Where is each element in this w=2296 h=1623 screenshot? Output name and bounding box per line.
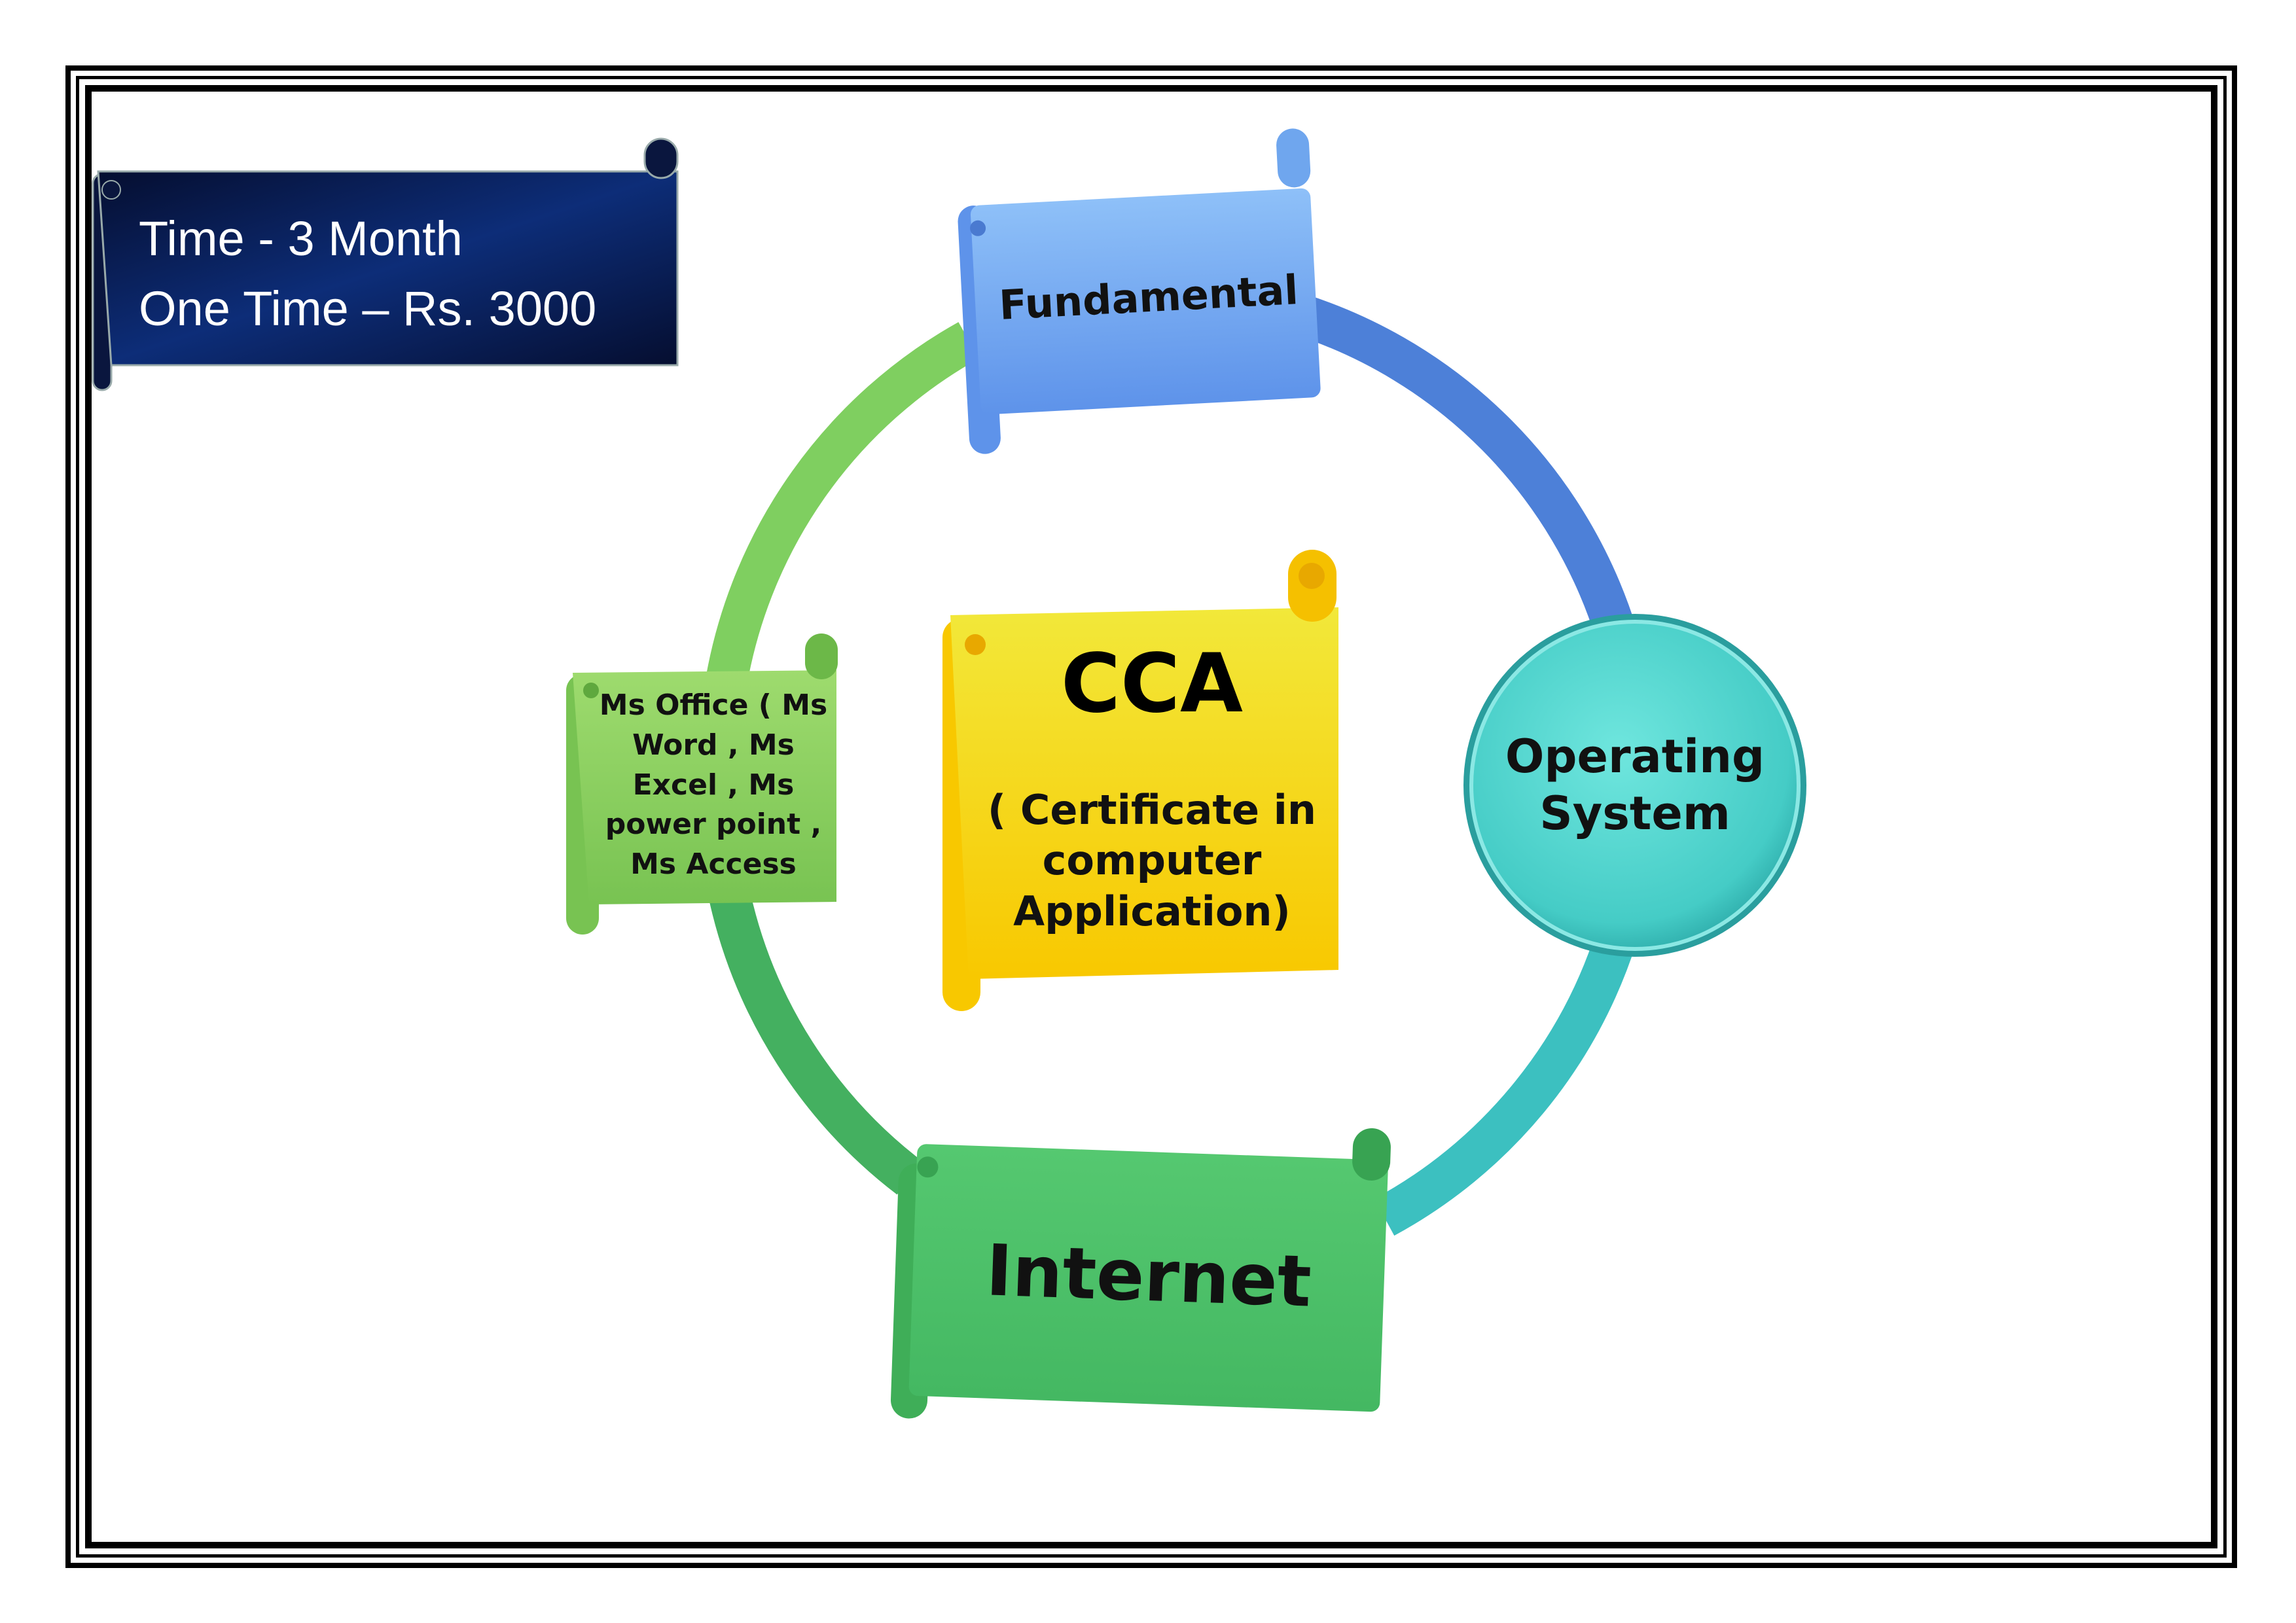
operating-system-circle-shape — [1463, 614, 1806, 957]
cca-title: CCA — [1061, 636, 1243, 731]
ms-office-label: Ms Office ( Ms Word , Ms Excel , Ms powe… — [599, 688, 828, 882]
cca-scroll-shape — [942, 550, 1338, 1011]
fee-text: One Time – Rs. 3000 — [139, 281, 597, 336]
internet-scroll-shape — [890, 1128, 1391, 1419]
operating-system-label: Operating System — [1505, 729, 1765, 841]
page-border-middle — [76, 76, 2227, 1558]
arc-top-right — [1293, 294, 1637, 641]
duration-text: Time - 3 Month — [139, 211, 463, 266]
ms-office-scroll-shape — [566, 633, 838, 935]
arc-bottom-right — [1374, 929, 1637, 1236]
info-scroll-shape — [92, 137, 679, 391]
arc-top-left — [706, 322, 979, 685]
fundamental-label: Fundamental — [997, 266, 1300, 330]
page-border-inner — [85, 85, 2217, 1548]
arc-bottom-left — [709, 892, 923, 1195]
page-border-outer — [65, 65, 2237, 1568]
internet-label: Internet — [984, 1229, 1313, 1323]
info-box: Time - 3 Month One Time – Rs. 3000 — [139, 182, 662, 365]
fundamental-scroll-shape — [958, 128, 1321, 454]
cca-subtitle: ( Certificate in computer Application) — [987, 785, 1317, 935]
